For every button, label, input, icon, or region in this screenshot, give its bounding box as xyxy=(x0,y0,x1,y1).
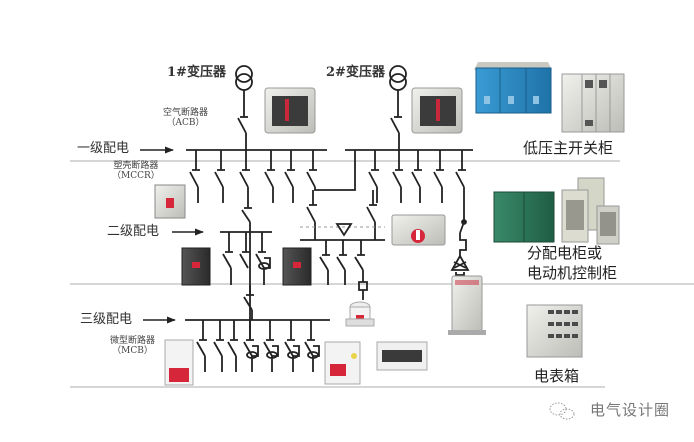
level-1-right-feeders xyxy=(368,150,466,220)
capacitor-branch xyxy=(450,219,470,278)
transformer-1-label: 1#变压器 xyxy=(167,65,226,80)
rcbo-image xyxy=(324,341,361,385)
box-substation-image xyxy=(474,62,552,114)
level-3-label: 三级配电 xyxy=(80,312,133,327)
level-1-label: 一级配电 xyxy=(77,141,130,156)
meter-box-label: 电表箱 xyxy=(534,367,580,385)
mccb-image xyxy=(154,184,186,219)
level-dividers xyxy=(70,160,694,388)
transformer-2-symbol xyxy=(389,65,407,150)
main-switchgear-label: 低压主开关柜 xyxy=(523,139,614,157)
acb-name: 空气断路器 xyxy=(163,108,209,118)
consumer-unit-image xyxy=(376,341,428,371)
level-1-left-feeders xyxy=(189,150,356,340)
distribution-cabinet-green-image xyxy=(493,191,555,243)
mccb-abbr: （MCCR） xyxy=(112,170,160,181)
acb-label: 空气断路器 （ACB） xyxy=(163,108,209,129)
distribution-cabinet-line-1: 分配电柜或 xyxy=(527,244,603,262)
capacitor-image xyxy=(448,275,486,335)
transformer-2-label: 2#变压器 xyxy=(326,65,385,80)
level-3-feeders xyxy=(196,320,320,372)
transformer-1-symbol xyxy=(235,65,253,150)
level-2-breaker-image-2 xyxy=(282,247,312,286)
mcb-abbr: （MCB） xyxy=(112,345,153,356)
mcb-name: 微型断路器 xyxy=(110,336,156,346)
wechat-icon xyxy=(549,402,575,420)
low-voltage-switchgear-image xyxy=(561,73,625,133)
distribution-cabinet-line-2: 电动机控制柜 xyxy=(527,264,618,282)
mcb-label: 微型断路器 （MCB） xyxy=(110,336,156,357)
level-2-label: 二级配电 xyxy=(107,224,160,239)
mccb-name: 塑壳断路器 xyxy=(113,161,159,171)
watermark-text: 电气设计圈 xyxy=(590,401,671,419)
ats-switch-image xyxy=(391,214,446,246)
distribution-cabinet-label: 分配电柜或 电动机控制柜 xyxy=(527,243,617,283)
acb-breaker-image-2 xyxy=(411,87,463,134)
motor-control-cabinet-image xyxy=(561,177,620,245)
level-2-breaker-image-1 xyxy=(181,247,211,286)
mcb-image xyxy=(164,339,194,386)
level-2-feeders xyxy=(222,232,271,320)
energy-meter-image xyxy=(345,301,375,327)
acb-breaker-image-1 xyxy=(264,87,316,134)
tie-section xyxy=(300,190,385,300)
meter-box-image xyxy=(526,304,583,358)
mccb-label: 塑壳断路器 （MCCR） xyxy=(112,161,160,182)
acb-abbr: （ACB） xyxy=(166,117,205,128)
